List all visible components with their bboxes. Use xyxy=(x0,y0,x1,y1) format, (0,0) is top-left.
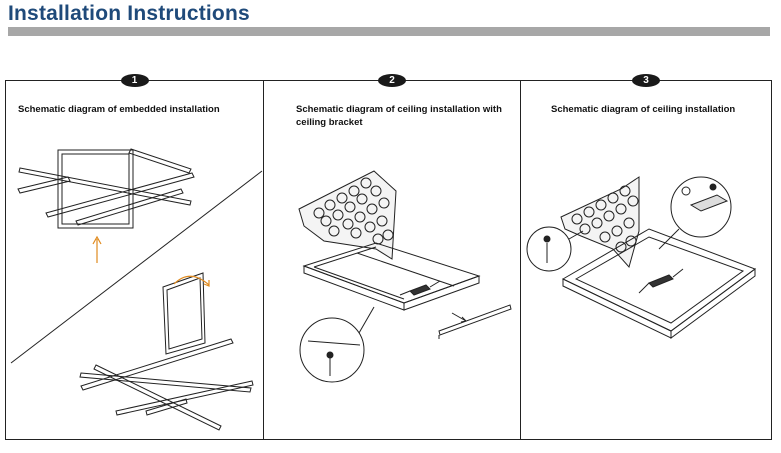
ceiling-stone-texture xyxy=(560,176,640,269)
step-badge-1: 1 xyxy=(120,74,149,87)
led-panel-in-grid xyxy=(57,149,134,229)
panel-embedded-installation: 1 Schematic diagram of embedded installa… xyxy=(6,74,263,439)
title-underline-bar xyxy=(8,27,770,36)
embedded-installation-diagram xyxy=(10,148,263,431)
screw-detail-magnifier-left xyxy=(526,226,584,272)
panel-caption-2: Schematic diagram of ceiling installatio… xyxy=(296,104,502,128)
bracket-detail-magnifier-right xyxy=(658,176,732,250)
screw-detail-magnifier xyxy=(299,306,375,383)
page-title: Installation Instructions xyxy=(8,2,250,25)
ceiling-bracket-bar xyxy=(438,304,512,339)
rotate-arrow-icon xyxy=(173,275,210,287)
led-panel-tilted xyxy=(162,272,206,355)
panel-caption-1: Schematic diagram of embedded installati… xyxy=(18,104,220,115)
led-driver-box xyxy=(399,280,441,296)
ceiling-installation-diagram xyxy=(526,176,757,339)
step-badge-3: 3 xyxy=(632,74,660,87)
ceiling-stone-texture xyxy=(298,170,397,260)
mounting-frame xyxy=(302,242,481,311)
ceiling-grid-lower xyxy=(79,338,254,431)
ceiling-bracket-diagram xyxy=(298,170,512,383)
instruction-panels: 1 Schematic diagram of embedded installa… xyxy=(5,74,772,440)
led-panel-surface xyxy=(561,228,757,339)
step-badge-2: 2 xyxy=(378,74,406,87)
push-up-arrow-icon xyxy=(92,235,102,263)
panel-caption-3: Schematic diagram of ceiling installatio… xyxy=(551,104,736,115)
led-driver-box xyxy=(638,268,684,294)
diagonal-divider xyxy=(10,170,263,364)
panel-ceiling-bracket-installation: 2 Schematic diagram of ceiling installat… xyxy=(263,74,520,439)
panel-ceiling-installation: 3 Schematic diagram of ceiling installat… xyxy=(520,74,771,439)
ceiling-grid-upper xyxy=(17,148,195,226)
